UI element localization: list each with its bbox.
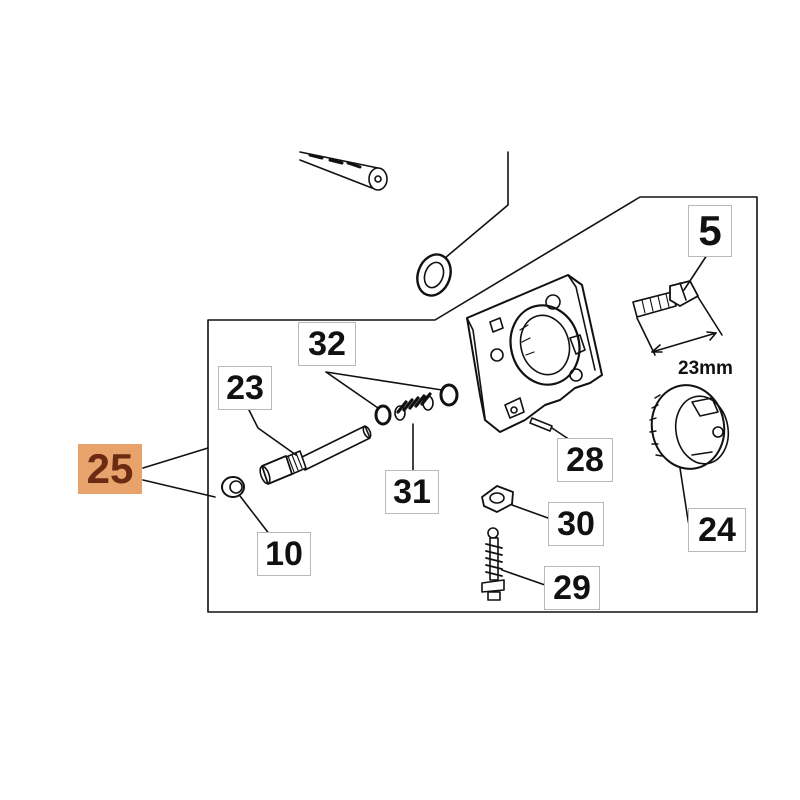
bolt-part — [632, 280, 699, 318]
adjuster-plug-part — [649, 384, 730, 470]
leader-23 — [247, 407, 297, 456]
cap-part — [221, 476, 245, 498]
leader-10 — [239, 495, 271, 536]
leader-30 — [511, 504, 549, 519]
assembly-outline — [207, 196, 758, 613]
leader-top — [444, 151, 509, 259]
worm-shaft-part — [259, 425, 372, 485]
dimension-label: 23mm — [678, 358, 733, 379]
callout-31: 31 — [385, 470, 439, 514]
callout-23: 23 — [218, 366, 272, 410]
leader-25 — [142, 447, 216, 498]
leader-29 — [501, 569, 546, 586]
callout-28: 28 — [557, 438, 613, 482]
callout-30: 30 — [548, 502, 604, 546]
fuel-pickup-part — [299, 151, 388, 191]
callout-32: 32 — [298, 322, 356, 366]
dimension-marks — [636, 296, 723, 356]
washer-parts — [374, 383, 459, 426]
callout-29: 29 — [544, 566, 600, 610]
nut-part — [481, 485, 514, 513]
callout-5: 5 — [688, 205, 732, 257]
callout-25: 25 — [78, 444, 142, 494]
callout-10: 10 — [257, 532, 311, 576]
leader-5 — [683, 254, 708, 291]
oil-pump-body — [466, 274, 603, 433]
spring-part — [394, 392, 434, 421]
leader-32 — [325, 371, 443, 409]
adjusting-screw-part — [481, 527, 505, 601]
o-ring-seal — [416, 253, 452, 297]
callout-24: 24 — [688, 508, 746, 552]
pin-part — [529, 417, 553, 432]
